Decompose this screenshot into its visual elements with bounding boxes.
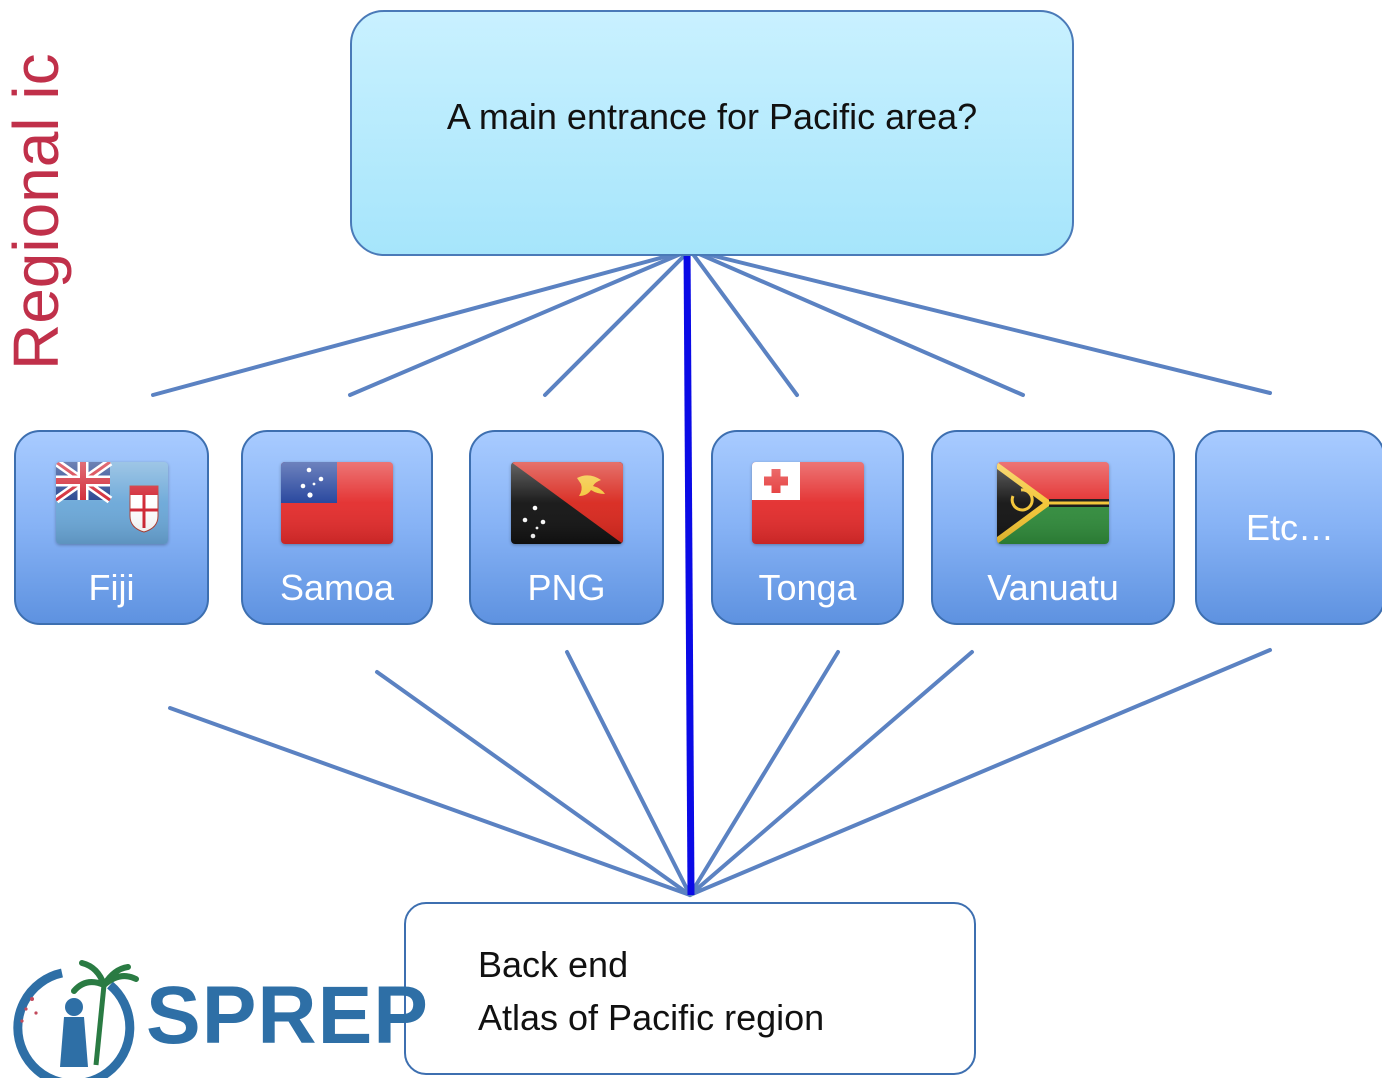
connector-etc-bottom <box>688 648 1272 897</box>
connector-samoa-bottom <box>375 670 692 897</box>
back-end-subtitle: Atlas of Pacific region <box>478 997 825 1038</box>
connector-top-etc <box>688 248 1272 395</box>
country-box-vanuatu: Vanuatu <box>931 430 1175 625</box>
country-box-etc: Etc… <box>1195 430 1382 625</box>
connector-top-fiji <box>151 248 692 397</box>
tonga-flag-icon <box>751 462 864 544</box>
samoa-flag-icon <box>281 462 393 544</box>
country-label-png: PNG <box>527 567 606 608</box>
connector-top-png <box>543 248 692 397</box>
connector-png-bottom <box>565 650 692 897</box>
direct-connector <box>683 245 695 896</box>
country-box-png: PNG <box>469 430 664 625</box>
connector-vanuatu-bottom <box>688 650 974 897</box>
country-label-vanuatu: Vanuatu <box>987 567 1119 608</box>
connector-top-tonga <box>688 248 799 397</box>
country-box-fiji: Fiji <box>14 430 209 625</box>
connector-top-samoa <box>348 248 692 397</box>
connector-top-vanuatu <box>688 248 1025 397</box>
country-label-etc: Etc… <box>1245 506 1334 548</box>
connector-fiji-bottom <box>168 706 692 897</box>
sprep-logo-text: SPREP <box>146 970 429 1061</box>
connector-tonga-bottom <box>688 650 840 897</box>
country-box-samoa: Samoa <box>241 430 433 625</box>
main-entrance-box: A main entrance for Pacific area? <box>350 10 1074 256</box>
main-entrance-text: A main entrance for Pacific area? <box>446 96 978 137</box>
sprep-emblem-icon <box>13 960 139 1078</box>
country-label-tonga: Tonga <box>758 567 857 608</box>
back-end-box: Back end Atlas of Pacific region <box>404 902 976 1075</box>
fiji-flag-icon <box>55 462 168 544</box>
country-box-tonga: Tonga <box>711 430 904 625</box>
sprep-logo: SPREP <box>0 955 428 1078</box>
png-flag-icon <box>510 462 623 544</box>
back-end-title: Back end <box>478 944 629 985</box>
vanuatu-flag-icon <box>997 462 1109 544</box>
country-label-samoa: Samoa <box>279 567 395 608</box>
country-label-fiji: Fiji <box>88 567 135 608</box>
